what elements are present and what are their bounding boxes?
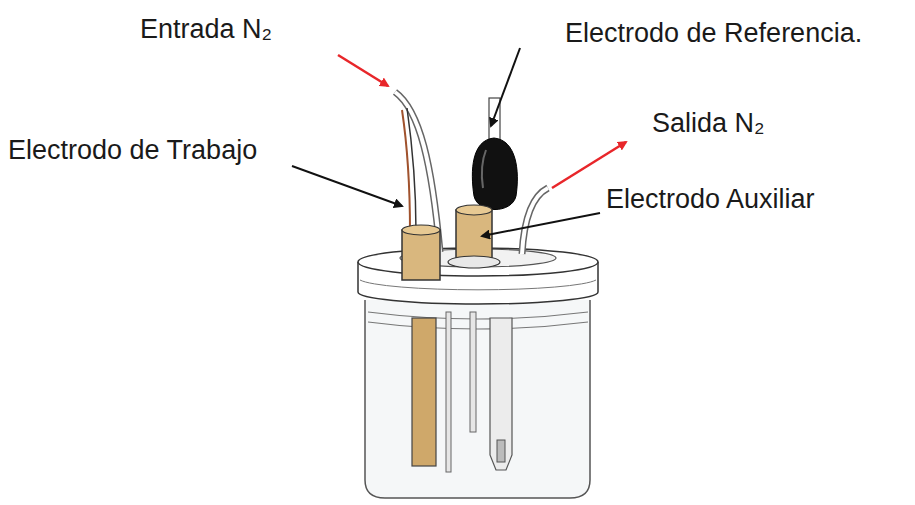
part-label: Electrodo de Referencia. <box>565 18 862 49</box>
reference-tip <box>497 440 505 462</box>
inlet-tube <box>395 92 440 252</box>
inlet-tube-core <box>395 92 440 252</box>
inlet-arrow <box>338 55 388 86</box>
cap-line <box>360 280 596 290</box>
reference-bulb <box>472 138 517 210</box>
reference-body <box>490 318 512 470</box>
auxiliary-electrode-ring <box>448 256 500 268</box>
auxiliary-arrow <box>482 213 600 236</box>
auxiliary-wire <box>446 312 451 472</box>
working-arrow <box>292 166 402 206</box>
outlet-tube <box>522 188 548 254</box>
outlet-arrow <box>552 142 626 188</box>
reference-arrow <box>491 48 520 126</box>
working-electrode-rod <box>412 318 436 466</box>
part-label: Entrada N₂ <box>140 14 272 45</box>
outlet-tube-core <box>522 188 548 254</box>
thread-lines <box>368 312 588 329</box>
electrode-wire <box>407 108 416 232</box>
working-electrode-head <box>402 230 440 280</box>
gas-tube-inner <box>470 312 476 432</box>
auxiliary-electrode-top <box>456 205 492 215</box>
working-electrode-top <box>402 225 440 235</box>
bulb-highlight <box>482 150 486 188</box>
electrode-wire <box>402 110 410 232</box>
part-label: Salida N₂ <box>652 108 765 139</box>
part-label: Electrodo Auxiliar <box>606 184 815 215</box>
glass-vessel <box>365 300 590 498</box>
part-label: Electrodo de Trabajo <box>8 135 257 166</box>
